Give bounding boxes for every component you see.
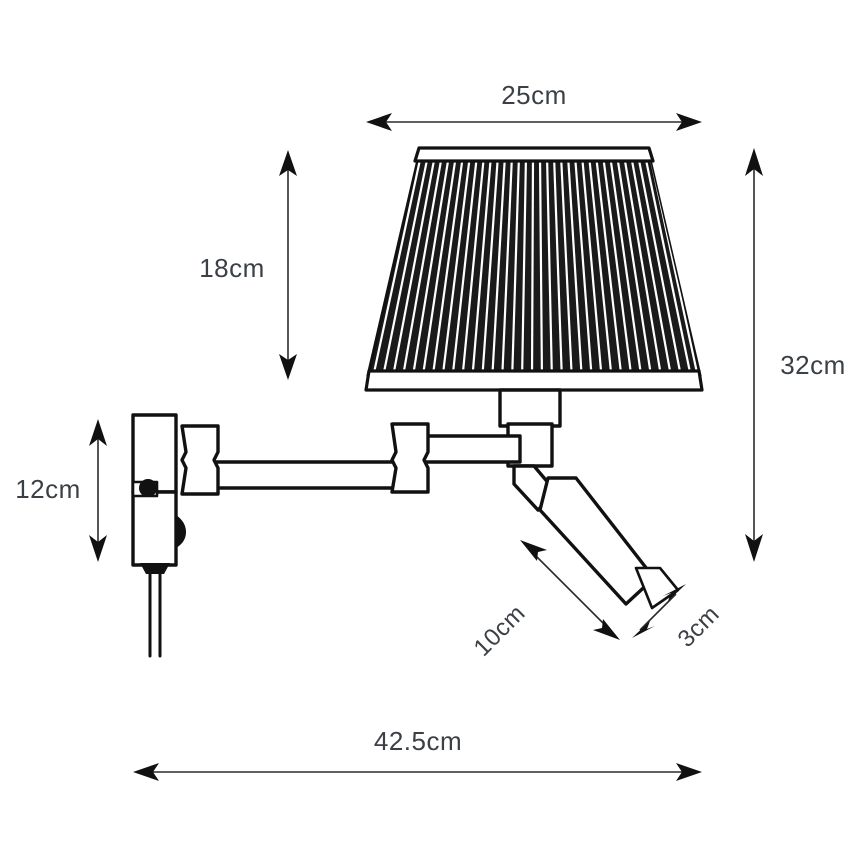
dimension-shade-height: 18cm (199, 150, 297, 380)
arrow-upright-3cm (663, 584, 686, 601)
wall-pivot-block (180, 424, 220, 496)
adjustable-spotlight (512, 464, 680, 610)
arrow-downright-10cm (593, 619, 620, 640)
dimension-bracket-height: 12cm (15, 419, 107, 562)
arrow-upleft-10cm (520, 540, 547, 561)
dimension-label-total-height: 32cm (780, 350, 846, 380)
cord-exit-cap (140, 563, 170, 574)
wall-mount-plate-upper (131, 413, 178, 494)
power-cord (148, 570, 162, 658)
dimension-label-bracket-height: 12cm (15, 474, 81, 504)
dimension-label-spot-diameter: 3cm (673, 601, 725, 653)
dimension-total-height: 32cm (745, 148, 846, 562)
arrow-top-18cm (279, 150, 297, 176)
arrow-top-12cm (89, 419, 107, 446)
shade-pleats (370, 160, 700, 376)
arrow-downleft-3cm (632, 621, 655, 638)
swing-arm-segment-1 (198, 460, 410, 490)
rocker-switch-knob[interactable] (139, 479, 157, 497)
arrow-bottom-18cm (279, 354, 297, 380)
arm-elbow-pivot (390, 422, 430, 494)
dimension-label-total-projection: 42.5cm (374, 726, 462, 756)
dimension-label-spot-length: 10cm (469, 600, 531, 662)
dimension-total-projection: 42.5cm (133, 726, 702, 781)
shade-top-band (413, 146, 655, 163)
dimension-line-3cm (639, 593, 677, 631)
spotlight-cylinder (538, 476, 656, 606)
dimension-shade-width: 25cm (366, 80, 702, 131)
arrow-left-42-5cm (133, 763, 159, 781)
arrow-right-42-5cm (676, 763, 702, 781)
shade-bottom-band (364, 369, 704, 392)
socket-upper-block (498, 388, 562, 428)
wall-mount-plate-lower (131, 490, 178, 567)
wall-mount-assembly (131, 413, 220, 574)
dimension-label-shade-height: 18cm (199, 253, 265, 283)
arrow-right-25cm (676, 113, 702, 131)
bracket-side-tab (176, 515, 186, 548)
arrow-left-25cm (366, 113, 392, 131)
arrow-bottom-32cm (745, 534, 763, 562)
arrow-top-32cm (745, 148, 763, 176)
dimension-label-shade-width: 25cm (501, 80, 567, 110)
arrow-bottom-12cm (89, 535, 107, 562)
swing-arm (198, 422, 522, 494)
dimension-line-10cm (531, 551, 609, 629)
lamp-shade (364, 146, 704, 392)
